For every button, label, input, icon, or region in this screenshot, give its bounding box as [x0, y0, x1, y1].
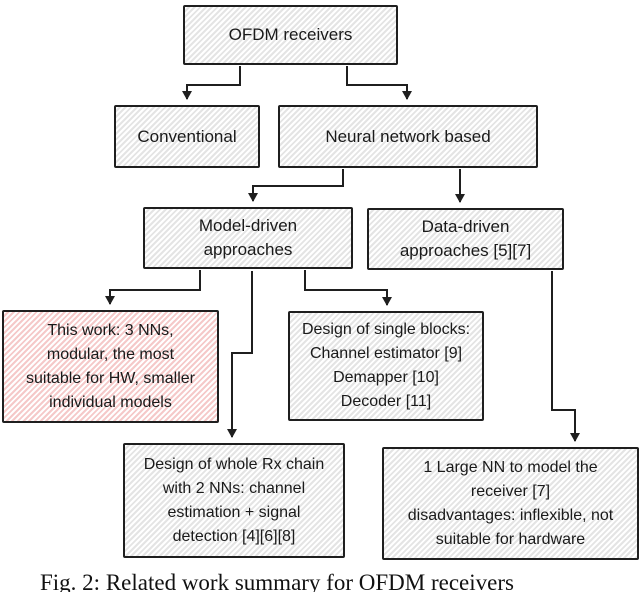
connector-root-to-conventional — [182, 66, 241, 100]
node-model-driven-approaches: Model-driven approaches — [143, 207, 353, 269]
connector-model-driven-to-this-work — [105, 270, 201, 305]
figure-caption: Fig. 2: Related work summary for OFDM re… — [40, 570, 514, 592]
connector-model-driven-to-whole-rx — [227, 271, 253, 438]
node-conventional: Conventional — [114, 105, 260, 168]
node-one-large-nn: 1 Large NN to model the receiver [7] dis… — [382, 447, 639, 560]
connector-data-driven-to-large-nn — [551, 271, 580, 442]
connector-neural-to-model-driven — [248, 169, 344, 202]
connector-model-driven-to-single-blocks — [304, 270, 392, 306]
node-data-driven-approaches: Data-driven approaches [5][7] — [367, 208, 564, 270]
node-neural-network-based: Neural network based — [278, 105, 538, 168]
node-ofdm-receivers: OFDM receivers — [183, 5, 398, 65]
node-design-whole-rx-chain: Design of whole Rx chain with 2 NNs: cha… — [123, 443, 345, 558]
connector-root-to-neural — [346, 66, 412, 100]
node-design-single-blocks: Design of single blocks: Channel estimat… — [288, 311, 484, 421]
node-this-work: This work: 3 NNs, modular, the most suit… — [2, 310, 219, 423]
